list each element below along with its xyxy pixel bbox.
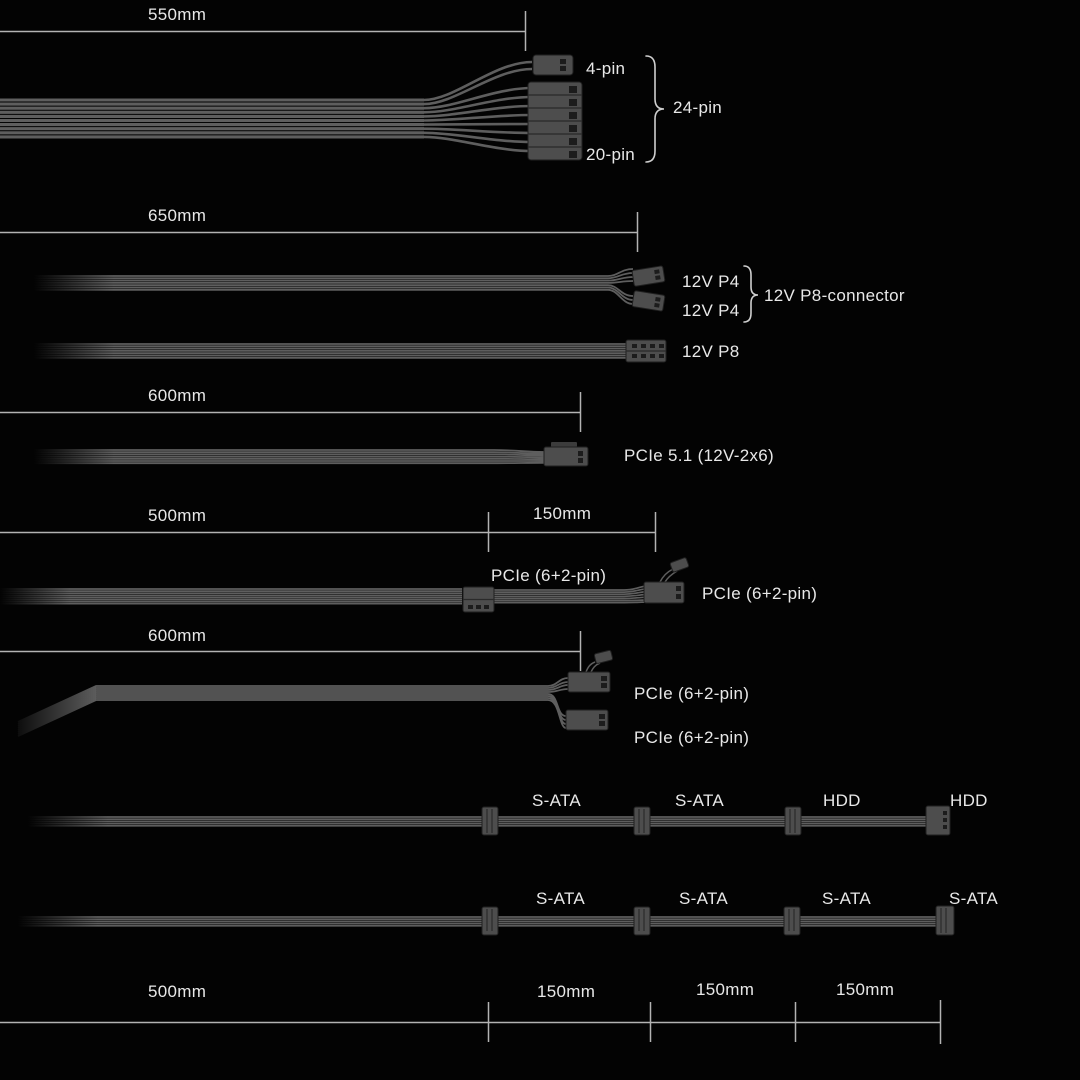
pcie-dual-pigtail-connector-top <box>593 649 614 664</box>
atx-fan-wires <box>423 60 533 153</box>
measurement-label-daisy-150mm: 150mm <box>533 504 592 523</box>
measurement-label-bottom-150mm-1: 150mm <box>537 982 596 1001</box>
eps-p4-cable <box>34 265 759 323</box>
pcie-daisy-ribbon-ext <box>494 589 624 604</box>
hdd-connector-2 <box>925 805 951 836</box>
pcie-dual-cable <box>8 649 614 740</box>
pcie-dual-top-connector <box>567 671 611 693</box>
connector-label-sata-4: S-ATA <box>949 889 999 908</box>
pcie-dual-bottom-connector <box>565 709 609 731</box>
connector-label-pcie51: PCIe 5.1 (12V-2x6) <box>624 446 774 465</box>
p8-connector <box>625 339 667 363</box>
connector-label-sata-hdd-4: HDD <box>950 791 988 810</box>
pcie-daisy-pigtail-connector <box>669 557 690 573</box>
connector-label-24pin: 24-pin <box>673 98 723 117</box>
sata-quad-ribbon <box>18 916 944 927</box>
pcie51-connector <box>543 442 589 467</box>
measure-line-650mm <box>0 212 639 252</box>
sata-quad-connector-1 <box>481 906 499 936</box>
pcie51-cable <box>34 442 589 468</box>
pcie-daisy-ribbon-main <box>0 588 462 605</box>
connector-label-20pin: 20-pin <box>586 145 636 164</box>
pcie-daisy-cable <box>0 557 690 613</box>
connector-label-daisy-mid: PCIe (6+2-pin) <box>491 566 607 585</box>
measurement-lines <box>0 11 942 1044</box>
pcie51-fan-wires <box>493 449 545 465</box>
sata-quad-cable <box>18 905 955 936</box>
measure-line-bottom-scale <box>0 1000 942 1044</box>
pcie-daisy-end-connector <box>643 581 685 604</box>
pcie-dual-fan-top <box>547 677 569 693</box>
connector-label-12v-p4-top: 12V P4 <box>682 272 740 291</box>
measurement-label-daisy-500mm: 500mm <box>148 506 207 525</box>
measurement-label-atx-550mm: 550mm <box>148 5 207 24</box>
connector-label-12v-p8-group: 12V P8-connector <box>764 286 905 305</box>
pcie51-ribbon <box>34 449 494 465</box>
p4-connector-bottom <box>631 290 666 312</box>
sata-quad-connector-4 <box>935 905 955 936</box>
connector-label-sata-hdd-3: HDD <box>823 791 861 810</box>
brace-p8-connector <box>743 265 759 323</box>
atx-20pin-connector <box>527 81 583 161</box>
measure-line-500-150mm <box>0 512 657 552</box>
hdd-connector-1 <box>784 806 802 836</box>
connector-label-daisy-end: PCIe (6+2-pin) <box>702 584 818 603</box>
p8-ribbon <box>34 343 626 359</box>
sata-hdd-ribbon <box>28 816 928 827</box>
eps-ribbon <box>34 275 608 291</box>
pcie-daisy-mid-connector <box>462 586 495 613</box>
sata-connector-1 <box>481 806 499 836</box>
measurement-label-pcie51-600mm: 600mm <box>148 386 207 405</box>
connector-label-12v-p8: 12V P8 <box>682 342 740 361</box>
measure-line-550mm <box>0 11 527 51</box>
brace-24pin <box>645 55 665 163</box>
eps-p8-cable <box>34 336 667 363</box>
measurement-label-dual-600mm: 600mm <box>148 626 207 645</box>
measurement-label-bottom-500mm: 500mm <box>148 982 207 1001</box>
sata-quad-connector-3 <box>783 906 801 936</box>
pcie-dual-fan-bottom <box>547 693 567 729</box>
connector-label-12v-p4-bottom: 12V P4 <box>682 301 740 320</box>
atx-ribbon <box>0 98 424 139</box>
measurement-label-eps-650mm: 650mm <box>148 206 207 225</box>
sata-hdd-cable <box>28 805 951 836</box>
connector-label-dual-bottom: PCIe (6+2-pin) <box>634 728 750 747</box>
measure-line-600mm-pcie-dual <box>0 631 582 671</box>
pcie-daisy-fan-wires <box>623 585 649 604</box>
connector-label-dual-top: PCIe (6+2-pin) <box>634 684 750 703</box>
measure-line-600mm-pcie51 <box>0 392 582 432</box>
measurement-label-bottom-150mm-3: 150mm <box>836 980 895 999</box>
connector-label-sata-hdd-1: S-ATA <box>532 791 582 810</box>
measurement-label-bottom-150mm-2: 150mm <box>696 980 755 999</box>
p4-connector-top <box>631 265 666 287</box>
connector-label-sata-3: S-ATA <box>822 889 872 908</box>
sata-connector-2 <box>633 806 651 836</box>
atx-24pin-cable <box>0 54 665 163</box>
eps-fan-wires <box>607 268 634 305</box>
connector-label-4pin: 4-pin <box>586 59 626 78</box>
connector-label-sata-2: S-ATA <box>679 889 729 908</box>
sata-quad-connector-2 <box>633 906 651 936</box>
connector-label-sata-1: S-ATA <box>536 889 586 908</box>
atx-4pin-connector <box>532 54 574 76</box>
connector-label-sata-hdd-2: S-ATA <box>675 791 725 810</box>
